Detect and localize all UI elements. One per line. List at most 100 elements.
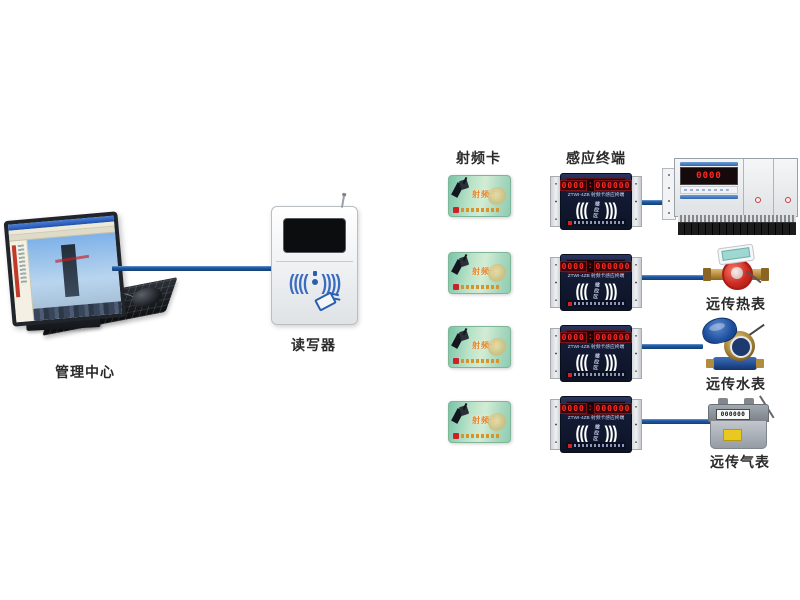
reader-screen	[283, 218, 346, 253]
brand-logo	[568, 443, 572, 448]
panel-footer-strip	[680, 195, 738, 199]
card-reader-device: (((( ))))	[271, 194, 358, 325]
antenna-dot-icon	[311, 271, 318, 285]
induction-waves-icon: ((( 感应区 )))	[561, 422, 631, 444]
waves-left: ((((	[288, 270, 309, 294]
satellite-icon	[451, 328, 470, 349]
meter-lower-body	[710, 420, 767, 449]
rf-card: 射频卡	[448, 401, 511, 443]
terminal-footer	[566, 219, 626, 226]
globe-icon	[488, 187, 507, 206]
brand-text	[574, 302, 624, 305]
rf-card-footer	[453, 284, 501, 290]
remote-water-meter	[699, 314, 768, 376]
led-display: 0000 : 000000	[559, 259, 633, 273]
induction-zone-text: 感应区	[591, 281, 600, 301]
led-digits-left: 0000	[559, 402, 587, 414]
line-terminal1-to-collector	[641, 200, 670, 205]
waves-left: (((	[575, 350, 589, 374]
satellite-icon	[451, 254, 470, 275]
terminal-blocks	[678, 222, 796, 235]
terminal-model-text: ZTWI-4ZB 射频卡感应终端	[567, 273, 625, 279]
waves-right: )))	[604, 279, 618, 303]
rf-card-title: 射频卡	[472, 416, 499, 425]
gas-meter-label: 远传气表	[710, 454, 770, 470]
gas-meter-register: 000000	[716, 409, 750, 420]
globe-icon	[488, 338, 507, 357]
water-meter-label: 远传水表	[706, 376, 766, 392]
outlet-pipe	[744, 398, 754, 405]
panel-text-row	[680, 186, 738, 194]
brand-text	[461, 434, 501, 438]
brand-logo	[453, 207, 459, 213]
reader-divider	[276, 261, 353, 262]
led-digits-left: 0000	[559, 331, 587, 343]
brand-text	[461, 359, 501, 363]
led-colon: :	[588, 261, 592, 270]
waves-left: (((	[575, 421, 589, 445]
brand-logo	[453, 284, 459, 290]
waves-left: (((	[575, 198, 589, 222]
line-computer-to-reader	[112, 266, 272, 271]
brand-text	[574, 221, 624, 224]
rf-card-title: 射频卡	[472, 341, 499, 350]
led-digits-left: 0000	[559, 179, 587, 191]
led-digits-left: 0000	[559, 260, 587, 272]
led-digits-right: 000000	[593, 402, 633, 414]
heat-meter-label: 远传热表	[706, 296, 766, 312]
management-center-computer	[2, 208, 180, 360]
line-terminal3-to-water-meter	[641, 344, 703, 349]
brand-logo	[453, 433, 459, 439]
screw	[755, 197, 761, 203]
antenna	[340, 194, 346, 209]
monitor-screen	[7, 215, 123, 323]
inlet-pipe	[718, 398, 728, 405]
app-body	[9, 232, 123, 323]
radio-waves-icon: (((( ))))	[272, 265, 357, 299]
induction-zone-text: 感应区	[591, 423, 600, 443]
yellow-label	[723, 429, 742, 441]
terminal-footer	[566, 442, 626, 449]
brand-text	[574, 444, 624, 447]
wiring-pins	[678, 215, 796, 222]
terminal-body: 0000 : 000000 ZTWI-4ZB 射频卡感应终端 ((( 感应区 )…	[559, 254, 633, 311]
panel-header-strip	[680, 162, 738, 166]
brand-logo	[568, 372, 572, 377]
terminal-body: 0000 : 000000 ZTWI-4ZB 射频卡感应终端 ((( 感应区 )…	[559, 325, 633, 382]
induction-zone-text: 感应区	[591, 352, 600, 372]
rf-card-title: 射频卡	[472, 267, 499, 276]
globe-icon	[488, 413, 507, 432]
skyscraper-image	[61, 244, 80, 298]
induction-waves-icon: ((( 感应区 )))	[561, 351, 631, 373]
data-collector-cabinet: 0000	[662, 158, 798, 235]
meter-display-head	[716, 243, 756, 266]
monitor	[3, 211, 127, 327]
led-display: 0000 : 000000	[559, 330, 633, 344]
waves-right: ))))	[321, 270, 342, 294]
induction-terminal: 0000 : 000000 ZTWI-4ZB 射频卡感应终端 ((( 感应区 )…	[550, 173, 642, 230]
reader-label: 读写器	[291, 337, 336, 353]
collector-led-display: 0000	[680, 167, 738, 185]
terminal-body: 0000 : 000000 ZTWI-4ZB 射频卡感应终端 ((( 感应区 )…	[559, 173, 633, 230]
led-colon: :	[588, 180, 592, 189]
line-terminal2-to-heat-meter	[641, 275, 707, 280]
terminal-block-strip	[678, 215, 796, 235]
rf-card-footer	[453, 358, 501, 364]
meter-body	[706, 357, 764, 370]
led-digits-right: 000000	[593, 260, 633, 272]
rf-card-footer	[453, 207, 501, 213]
led-colon: :	[588, 332, 592, 341]
terminal-body: 0000 : 000000 ZTWI-4ZB 射频卡感应终端 ((( 感应区 )…	[559, 396, 633, 453]
rf-card: 射频卡	[448, 252, 511, 294]
induction-terminal: 0000 : 000000 ZTWI-4ZB 射频卡感应终端 ((( 感应区 )…	[550, 396, 642, 453]
brand-text	[574, 373, 624, 376]
led-display: 0000 : 000000	[559, 178, 633, 192]
remote-heat-meter	[703, 243, 769, 296]
screw	[785, 197, 791, 203]
induction-waves-icon: ((( 感应区 )))	[561, 280, 631, 302]
led-digits-right: 000000	[593, 331, 633, 343]
app-photo-area	[27, 232, 123, 321]
rf-card-footer	[453, 433, 501, 439]
terminal-model-text: ZTWI-4ZB 射频卡感应终端	[567, 415, 625, 421]
brand-logo	[568, 301, 572, 306]
